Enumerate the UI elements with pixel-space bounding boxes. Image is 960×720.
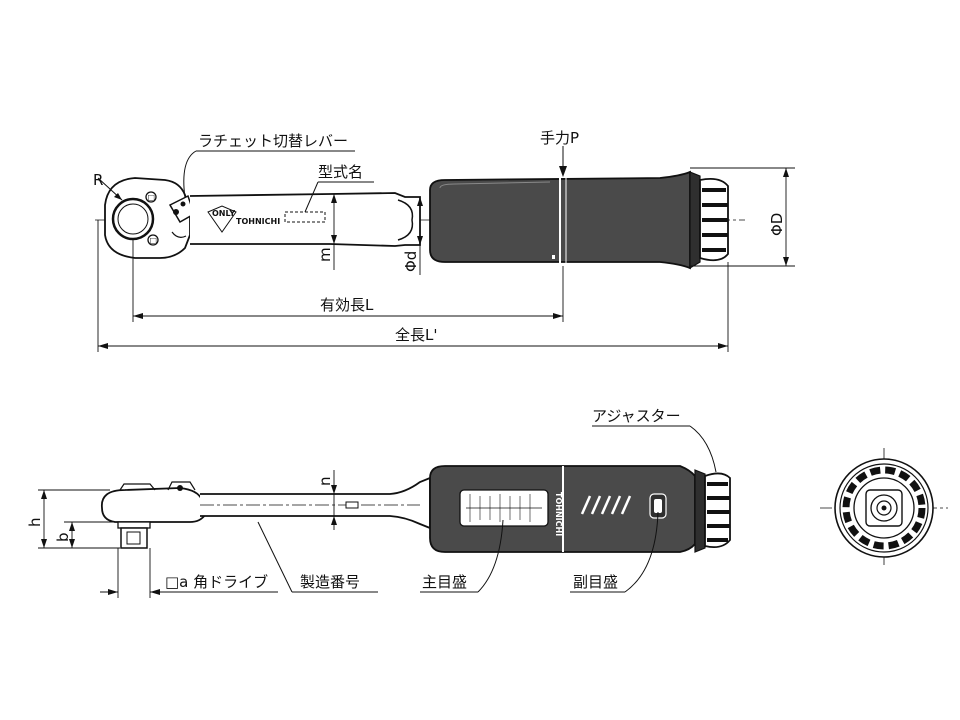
top-adjuster [689,171,729,270]
callout-main-scale: 主目盛 [420,519,504,593]
top-shaft: ONLY TOHNICHI [189,192,421,247]
callout-ratchet-lever: ラチェット切替レバー [183,132,355,199]
phi-big-d-label: ΦD [768,213,786,236]
dim-total-length: 全長L' [97,220,729,352]
ratchet-lever-label: ラチェット切替レバー [198,132,348,150]
dim-phi-big-d: ΦD [690,167,795,267]
ratchet-head: □ □ [104,177,195,259]
side-view: TOHNICHI アジャスター [26,407,731,598]
main-scale-label: 主目盛 [422,573,467,591]
model-name-label: 型式名 [318,163,363,181]
side-shaft [200,476,431,530]
svg-text:□: □ [148,193,156,202]
brand-tohnichi-label: TOHNICHI [236,217,280,226]
dim-b: b [54,521,118,548]
svg-text:□: □ [150,236,158,245]
drive-collar [117,521,151,529]
phi-d-label: Φd [402,251,420,272]
end-knurl-ring [842,466,926,550]
sub-scale-label: 副目盛 [573,573,618,591]
serial-number-plate [345,501,359,509]
hand-force-label: 手力P [540,129,579,147]
side-adjuster [694,469,731,553]
serial-number-label: 製造番号 [300,573,360,591]
dim-r: R [93,171,123,201]
adjuster-label: アジャスター [592,407,681,425]
dim-n: n [316,470,337,530]
b-label: b [54,532,72,542]
dim-square-drive: □a 角ドライブ [100,548,278,598]
r-label: R [93,171,103,189]
dim-h: h [26,489,120,549]
brand-only-label: ONLY [212,209,235,218]
m-label: m [316,247,334,262]
top-grip [429,170,691,270]
dim-effective-length: 有効長L [132,240,564,322]
dim-phi-d: Φd [402,197,423,275]
brand-tohnichi-vertical: TOHNICHI [554,492,563,536]
callout-hand-force: 手力P [540,129,579,177]
callout-model-name: 型式名 [304,163,374,213]
effective-length-label: 有効長L [320,296,374,314]
side-grip: TOHNICHI [429,465,696,553]
total-length-label: 全長L' [395,326,437,344]
screw-top [145,191,157,203]
callout-sub-scale: 副目盛 [570,511,659,593]
side-head [101,481,206,549]
n-label: n [316,476,334,486]
end-view [820,448,948,568]
callout-adjuster: アジャスター [592,407,717,473]
dim-m: m [316,194,337,270]
square-drive-label: □a 角ドライブ [165,573,268,591]
screw-bottom [147,234,159,246]
callout-serial: 製造番号 [257,521,378,593]
h-label: h [26,517,44,527]
top-view: □ □ ONLY TOHNICHI [93,129,795,352]
